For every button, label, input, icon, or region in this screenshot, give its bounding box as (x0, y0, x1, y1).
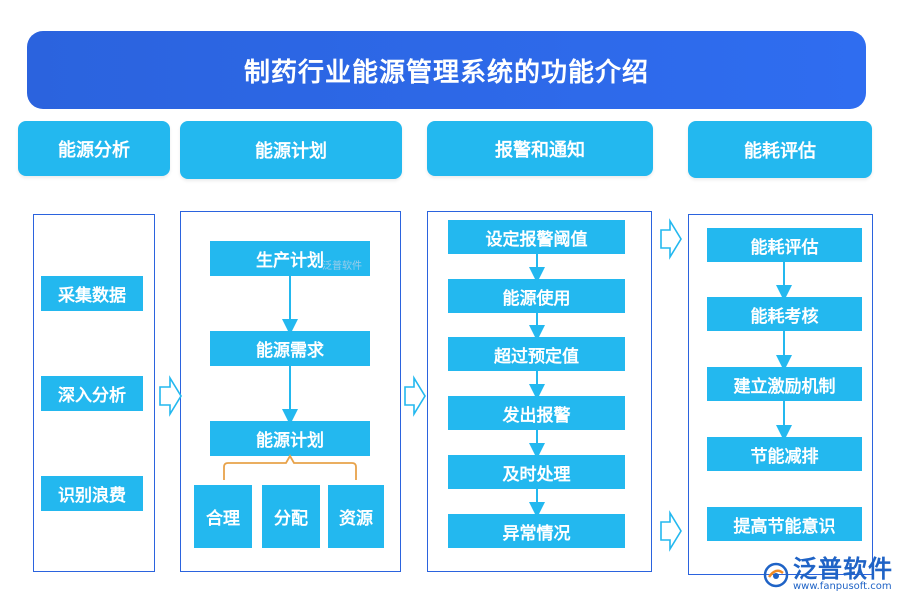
box-resources: 资源 (328, 485, 384, 548)
header-alarm-notify: 报警和通知 (427, 121, 653, 176)
box-exceed-value: 超过预定值 (448, 337, 625, 371)
header-consumption-eval: 能耗评估 (688, 121, 872, 178)
box-energy-demand: 能源需求 (210, 331, 370, 366)
logo-url: www.fanpusoft.com (793, 581, 892, 593)
header-energy-analysis: 能源分析 (18, 121, 170, 176)
bracket (223, 454, 357, 480)
box-deep-analysis: 深入分析 (41, 376, 143, 411)
box-reasonable: 合理 (194, 485, 252, 548)
block-arrow-2 (404, 375, 426, 417)
page-title: 制药行业能源管理系统的功能介绍 (27, 31, 866, 109)
box-set-threshold: 设定报警阈值 (448, 220, 625, 254)
box-allocation: 分配 (262, 485, 320, 548)
block-arrow-3 (660, 218, 682, 260)
fanpu-logo-icon (763, 562, 789, 588)
box-timely-handle: 及时处理 (448, 455, 625, 489)
box-incentive: 建立激励机制 (707, 367, 862, 401)
box-issue-alarm: 发出报警 (448, 396, 625, 430)
box-awareness: 提高节能意识 (707, 507, 862, 541)
header-energy-plan: 能源计划 (180, 121, 402, 179)
box-identify-waste: 识别浪费 (41, 476, 143, 511)
box-energy-saving: 节能减排 (707, 437, 862, 471)
box-production-plan: 生产计划 (210, 241, 370, 276)
brand-logo: 泛普软件 www.fanpusoft.com (763, 552, 898, 598)
logo-name: 泛普软件 (793, 555, 893, 584)
block-arrow-1 (159, 375, 182, 417)
box-eval: 能耗评估 (707, 228, 862, 262)
box-abnormal: 异常情况 (448, 514, 625, 548)
watermark-text: 泛普软件 (322, 261, 362, 272)
box-collect-data: 采集数据 (41, 276, 143, 311)
box-energy-use: 能源使用 (448, 279, 625, 313)
box-assessment: 能耗考核 (707, 297, 862, 331)
box-energy-plan: 能源计划 (210, 421, 370, 456)
block-arrow-4 (660, 510, 682, 552)
